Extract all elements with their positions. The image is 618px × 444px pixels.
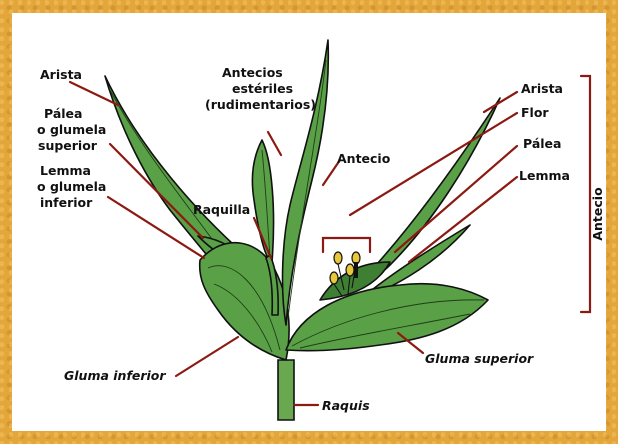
label-arista-right: Arista [521, 81, 563, 96]
label-palea-left-3: superior [38, 138, 98, 153]
label-gluma-superior: Gluma superior [425, 351, 534, 366]
label-antecios-esteriles-2: estériles [232, 81, 293, 96]
label-antecios-esteriles-1: Antecios [222, 65, 283, 80]
flor-bracket [323, 238, 370, 252]
label-antecio-bracket: Antecio [590, 187, 605, 241]
leader-palea-left [110, 144, 203, 238]
label-flor: Flor [521, 105, 549, 120]
label-lemma-left-2: o glumela [37, 179, 106, 194]
antecio-bracket-line [581, 76, 590, 312]
label-arista-left: Arista [40, 67, 82, 82]
label-raquis: Raquis [322, 398, 370, 413]
leader-arista-right [484, 92, 517, 112]
label-antecio-center: Antecio [337, 151, 391, 166]
label-antecios-esteriles-3: (rudimentarios) [205, 97, 316, 112]
label-lemma-left-1: Lemma [40, 163, 91, 178]
upper-glume-leaf [286, 284, 488, 351]
label-palea-left-2: o glumela [37, 122, 106, 137]
label-palea-left-1: Pálea [44, 106, 82, 121]
leader-antecios-esteriles [268, 132, 281, 155]
label-raquilla: Raquilla [193, 202, 250, 217]
label-palea-right: Pálea [523, 136, 561, 151]
label-gluma-inferior: Gluma inferior [64, 368, 166, 383]
label-lemma-right: Lemma [519, 168, 570, 183]
rachis-stem [278, 360, 294, 420]
leader-gluma-inferior [176, 337, 238, 376]
label-lemma-left-3: inferior [40, 195, 93, 210]
